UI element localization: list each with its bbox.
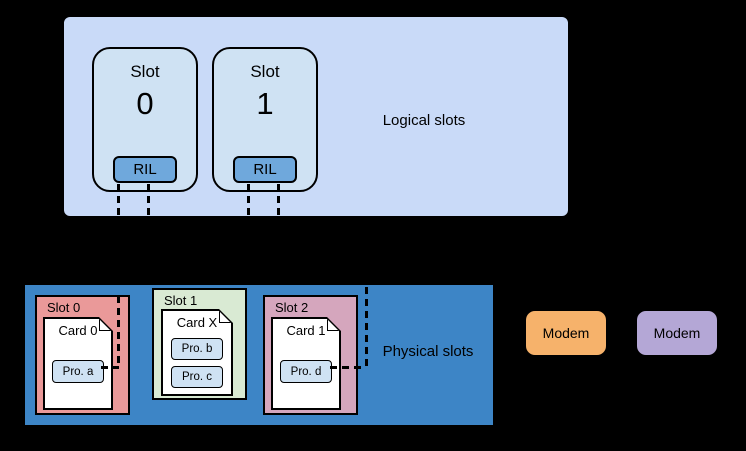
physical-slot-1-label: Slot 1	[164, 293, 198, 308]
modem-0: Modem	[525, 310, 607, 356]
profile-a-connector-line	[101, 366, 119, 369]
ril1-mapping-line-b	[277, 184, 280, 218]
physical-slots-label: Physical slots	[382, 343, 474, 360]
profile-c-box: Pro. c	[171, 366, 223, 388]
logical-slot-1-ril-box: RIL	[233, 156, 297, 183]
ril0-mapping-line-b	[147, 184, 150, 218]
sim-card-1-label: Card 1	[286, 323, 326, 338]
sim-card-x-label: Card X	[176, 315, 218, 330]
sim-card-0-body: Card 0 Pro. a	[45, 319, 111, 408]
physical-slot-0: Slot 0 Card 0 Pro. a	[35, 295, 130, 415]
sim-card-x-body: Card X Pro. b Pro. c	[163, 311, 231, 394]
logical-slot-0: Slot 0 RIL	[92, 47, 198, 192]
physical-slot-1: Slot 1 Card X Pro. b Pro. c	[152, 288, 247, 400]
logical-slots-panel: Slot 0 RIL Slot 1 RIL Logical slots	[62, 15, 570, 218]
physical-slot-2: Slot 2 Card 1 Pro. d	[263, 295, 358, 415]
logical-slot-1-title: Slot	[250, 62, 280, 81]
logical-slot-1-number: 1	[256, 86, 274, 121]
physical-slot-0-label: Slot 0	[47, 300, 81, 315]
profile-a-box: Pro. a	[52, 360, 104, 383]
physical-slot-2-label: Slot 2	[275, 300, 309, 315]
folded-corner-icon	[219, 311, 231, 323]
profile-d-box: Pro. d	[280, 360, 332, 383]
physical-slots-panel: Slot 0 Card 0 Pro. a Slot 1 Card X Pro. …	[25, 285, 493, 425]
folded-corner-icon	[327, 319, 339, 331]
logical-slot-1: Slot 1 RIL	[212, 47, 318, 192]
sim-card-0-label: Card 0	[58, 323, 98, 338]
ril1-mapping-line-a	[247, 184, 250, 218]
sim-card-x: Card X Pro. b Pro. c	[161, 309, 233, 396]
logical-slot-0-title: Slot	[130, 62, 160, 81]
slot0-card-mapping-line	[117, 296, 120, 368]
folded-corner-icon	[99, 319, 111, 331]
sim-card-1-body: Card 1 Pro. d	[273, 319, 339, 408]
slot2-card-mapping-line	[365, 287, 368, 368]
sim-card-0: Card 0 Pro. a	[43, 317, 113, 410]
modem-1: Modem	[636, 310, 718, 356]
logical-slot-0-number: 0	[136, 86, 154, 121]
ril0-mapping-line-a	[117, 184, 120, 218]
sim-card-1: Card 1 Pro. d	[271, 317, 341, 410]
profile-d-connector-line	[330, 366, 365, 369]
logical-slots-label: Logical slots	[382, 112, 466, 129]
logical-slot-0-ril-box: RIL	[113, 156, 177, 183]
profile-b-box: Pro. b	[171, 338, 223, 360]
